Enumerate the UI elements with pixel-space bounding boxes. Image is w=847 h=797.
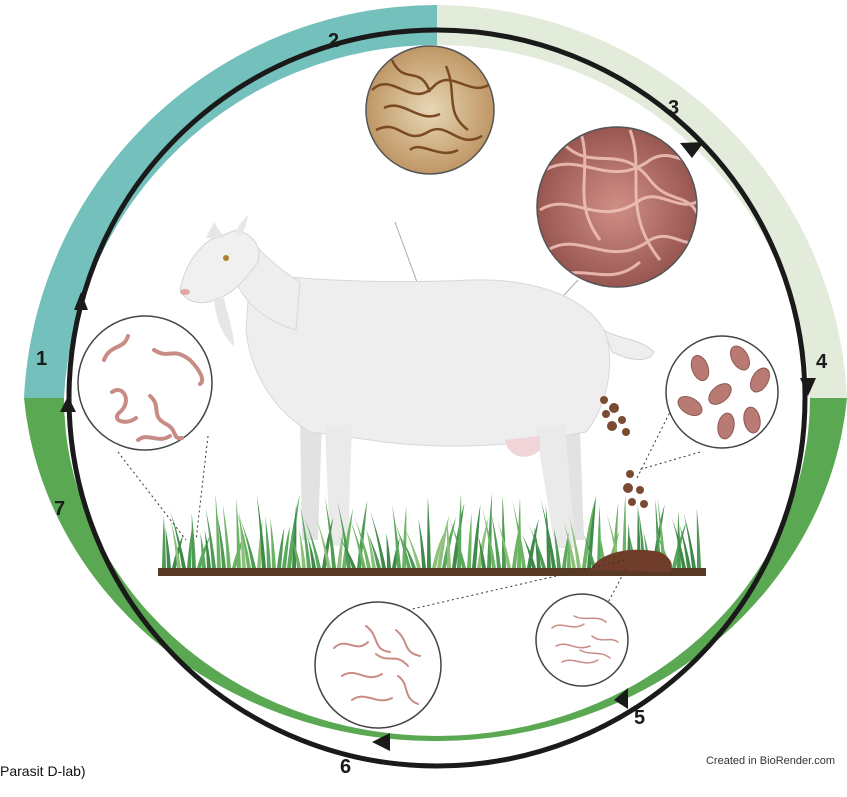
goat-eye [223,255,229,261]
goat-nose [180,289,190,295]
pellet [640,500,648,508]
step-label-4: 4 [816,351,828,373]
biorender-credit: Created in BioRender.com [706,755,835,767]
pellet [618,416,626,424]
leader-eggs [638,452,700,470]
pasture [158,493,706,576]
pellet [623,483,633,493]
pellet [600,396,608,404]
grass-blade [162,516,166,568]
inset-larvae-left [78,316,212,450]
goat-body [246,272,610,446]
step-label-6: 6 [340,756,351,778]
grass-blade [597,505,601,568]
grass-blade [679,524,691,568]
grass-blade [697,508,701,568]
step-label-5: 5 [634,707,645,729]
grass-blade [270,518,276,568]
goat-ear [206,222,224,238]
grass-blade [683,512,696,568]
pellet [607,421,617,431]
pellet [626,470,634,478]
grass-blade [165,527,171,568]
pellet [602,410,610,418]
goat-beard [214,298,234,346]
grass-blade [418,518,426,568]
inset-eggs [666,336,778,448]
leader-left-worms [196,436,208,540]
step-label-2: 2 [328,30,339,52]
goat-tail [604,330,654,360]
grass-blade [427,497,431,568]
inset-larvae-bottom-left [315,602,441,728]
step-label-1: 1 [36,348,47,370]
leader-left-worms [118,452,186,540]
pellet [628,498,636,506]
grass-blade [386,533,391,568]
inset-larvae-bottom-right [536,594,628,686]
step-label-3: 3 [668,97,679,119]
arrowhead-4-to-5 [614,688,628,709]
grass-blade [265,516,271,568]
pellet [622,428,630,436]
inset-adult-worms-closeup [366,46,494,174]
step-label-7: 7 [54,498,65,520]
pellet [636,486,644,494]
grass-blade [192,513,196,568]
pellet [609,403,619,413]
source-caption: Parasit D-lab) [0,763,86,779]
grass-blade [502,495,506,568]
grass-blade [467,513,472,568]
grass-blade [187,527,192,568]
feces-pellets [600,396,648,508]
goat-horn [236,216,248,236]
inset-worm-mass-closeup [537,127,700,287]
